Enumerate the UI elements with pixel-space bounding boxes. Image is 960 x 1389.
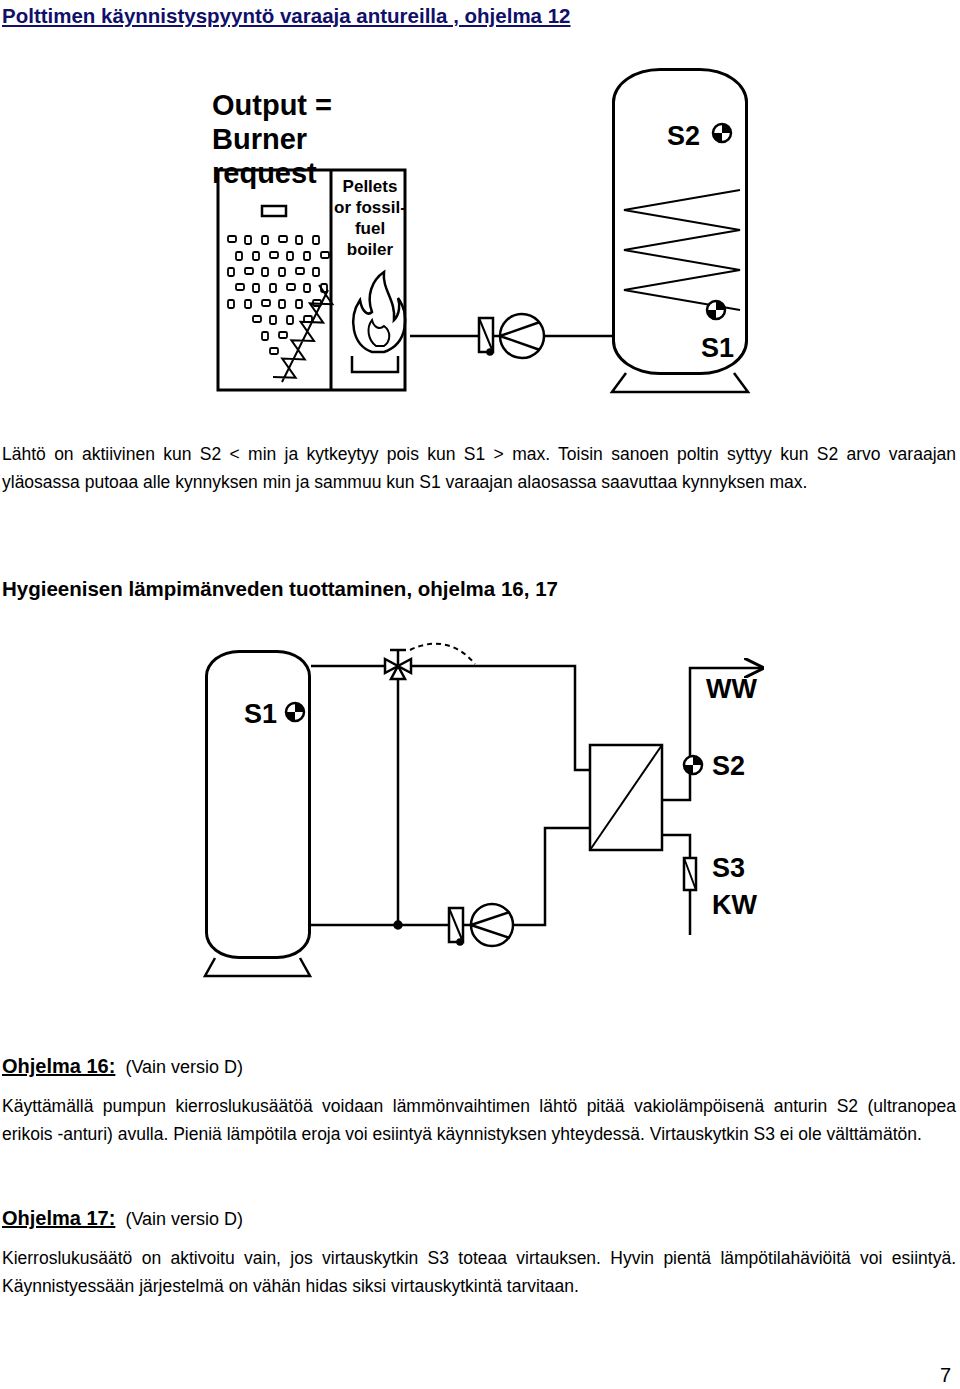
description: Kierroslukusäätö on aktivoitu vain, jos … bbox=[2, 1244, 956, 1300]
storage-tank: S1 bbox=[205, 650, 311, 959]
sensor-label: S1 bbox=[701, 335, 747, 362]
pellet bbox=[321, 252, 329, 258]
page-heading: Polttimen käynnistyspyyntö varaaja antur… bbox=[2, 4, 571, 28]
boiler-label: Pellets or fossil-fuel boiler bbox=[333, 176, 407, 260]
output-heading: Output = Burner request bbox=[212, 88, 410, 190]
version-note: (Vain versio D) bbox=[125, 1057, 243, 1078]
pellet bbox=[313, 236, 319, 244]
pellet bbox=[313, 268, 319, 276]
pellet bbox=[296, 300, 302, 308]
sensor-symbol bbox=[707, 301, 725, 319]
pellet bbox=[236, 252, 242, 260]
pellet bbox=[262, 268, 268, 276]
pellet bbox=[270, 348, 278, 354]
sensor-label: S2 bbox=[667, 123, 717, 150]
pipe-label: WW bbox=[706, 676, 757, 703]
pellet bbox=[304, 252, 310, 260]
pellet bbox=[253, 316, 261, 322]
pellet bbox=[270, 316, 276, 324]
heating-coil bbox=[624, 190, 740, 310]
program-heading: Ohjelma 17: bbox=[2, 1207, 115, 1230]
pellet bbox=[287, 284, 295, 290]
sensor-label: S1 bbox=[244, 701, 290, 728]
pellet bbox=[304, 284, 310, 292]
section-heading: Hygieenisen lämpimänveden tuottaminen, o… bbox=[2, 577, 558, 601]
pump-valve bbox=[479, 314, 544, 358]
version-note: (Vain versio D) bbox=[125, 1209, 243, 1230]
pellet bbox=[228, 300, 234, 308]
pellet bbox=[262, 300, 270, 306]
pellet bbox=[253, 252, 259, 260]
sensor-symbol bbox=[684, 756, 702, 774]
page-number: 7 bbox=[940, 1364, 951, 1387]
sensor-label: S3 bbox=[712, 855, 745, 882]
pellet bbox=[245, 268, 253, 274]
pellet bbox=[228, 268, 234, 276]
pellet bbox=[236, 284, 244, 290]
storage-tank: S2S1 bbox=[612, 68, 748, 375]
flow-switch bbox=[684, 858, 696, 890]
boiler: Output = Burner requestPellets or fossil… bbox=[212, 88, 410, 391]
sensor-label: S2 bbox=[712, 753, 745, 780]
pellet bbox=[245, 236, 251, 244]
pellet bbox=[262, 236, 268, 244]
pellet bbox=[245, 300, 251, 308]
pipe-label: KW bbox=[712, 892, 757, 919]
pellet bbox=[270, 284, 276, 292]
pellet bbox=[287, 252, 293, 260]
pellet bbox=[296, 236, 302, 244]
pellet bbox=[270, 252, 278, 258]
pellet bbox=[279, 236, 287, 242]
program-heading: Ohjelma 16: bbox=[2, 1055, 115, 1078]
description: Lähtö on aktiivinen kun S2 < min ja kytk… bbox=[2, 440, 956, 496]
hot-water-system bbox=[205, 644, 762, 976]
pellet bbox=[228, 236, 236, 242]
tank-drawing bbox=[612, 124, 748, 392]
pellet bbox=[296, 268, 304, 274]
sensor-symbol bbox=[713, 124, 731, 142]
pellet bbox=[279, 332, 287, 338]
pellet bbox=[279, 300, 285, 308]
description: Käyttämällä pumpun kierroslukusäätöä voi… bbox=[2, 1092, 956, 1148]
auger bbox=[273, 285, 332, 382]
pellet bbox=[253, 284, 259, 292]
pellet bbox=[279, 268, 285, 276]
pellet bbox=[262, 332, 268, 340]
pellet bbox=[287, 316, 293, 324]
sensor-symbol bbox=[286, 703, 304, 721]
